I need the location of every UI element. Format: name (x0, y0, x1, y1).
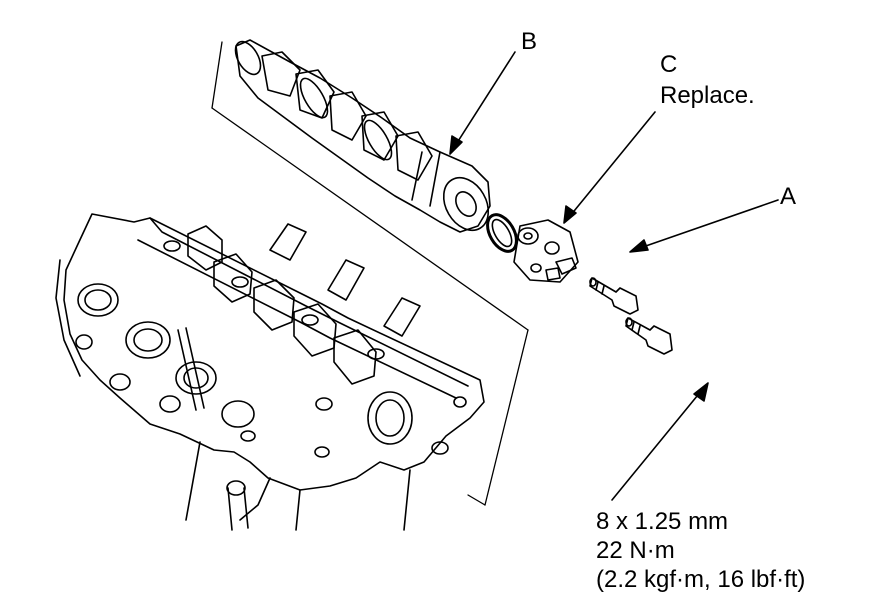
callout-note-replace: Replace. (660, 82, 755, 109)
callout-label-b: B (521, 28, 538, 55)
callout-label-a: A (780, 183, 797, 210)
callout-label-c: C (660, 51, 678, 78)
camshaft (234, 39, 491, 233)
bolt-size-text: 8 x 1.25 mm (596, 508, 729, 535)
leader-arrows (449, 51, 779, 501)
torque-alt-text: (2.2 kgf·m, 16 lbf·ft) (596, 566, 806, 593)
housing-c (513, 219, 579, 283)
torque-nm-text: 22 N·m (596, 537, 675, 564)
torque-spec-block: 8 x 1.25 mm 22 N·m (2.2 kgf·m, 16 lbf·ft… (596, 507, 805, 594)
flange-bolts (589, 277, 673, 355)
exploded-view-diagram: B C Replace. A 8 x 1.25 mm 22 N·m (2.2 k… (55, 28, 805, 593)
camshaft-envelope-lines (211, 41, 529, 506)
diagram-drawing (55, 39, 779, 531)
cylinder-head (55, 213, 485, 531)
o-ring (486, 213, 518, 253)
